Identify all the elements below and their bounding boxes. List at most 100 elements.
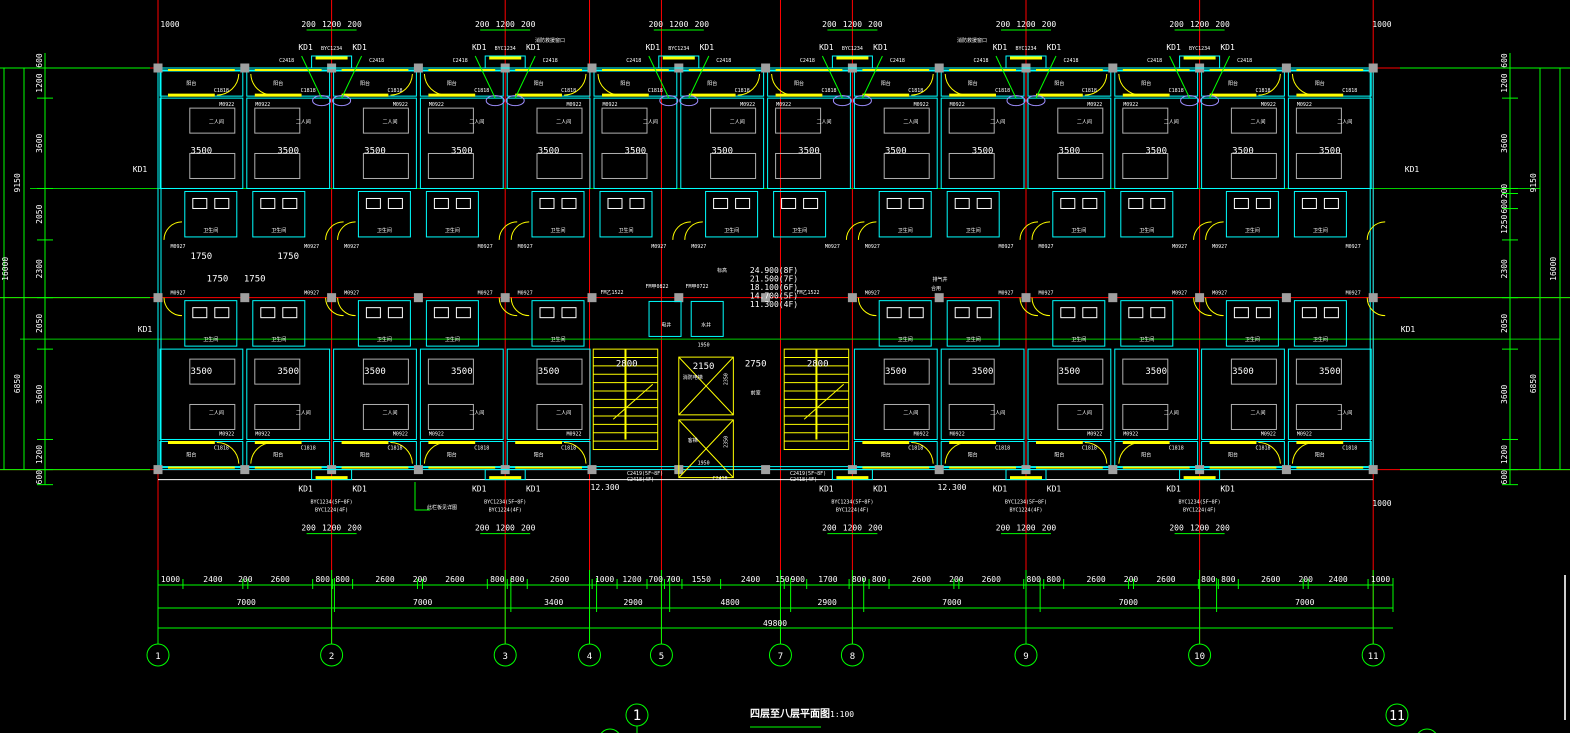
balcony-wall — [246, 69, 331, 97]
balcony-wall — [593, 69, 678, 97]
bathroom-wall — [184, 190, 238, 238]
fire-door-label: FM乙1522 — [600, 289, 623, 296]
bathroom-label: 卫生间 — [966, 336, 981, 343]
washbasin — [387, 307, 403, 319]
room-width-dim: 3500 — [798, 146, 820, 156]
bathroom-label: 卫生间 — [1245, 336, 1260, 343]
washbasin — [629, 197, 645, 209]
ac-unit — [1180, 95, 1200, 107]
bathroom-label: 卫生间 — [1071, 227, 1086, 234]
column — [1281, 293, 1291, 303]
dim-left-detail-value: 2300 — [35, 259, 44, 278]
axis-label-4: 4 — [587, 652, 592, 662]
elevator-cross — [678, 419, 734, 478]
room-door-swing — [1366, 221, 1386, 240]
toilet — [1128, 307, 1144, 319]
balcony-window-label: C1818 — [214, 445, 229, 451]
bed — [883, 403, 930, 430]
bathroom-wall — [878, 300, 932, 347]
balcony-wall — [506, 440, 591, 469]
column — [153, 293, 163, 303]
door-label: M0922 — [566, 431, 581, 437]
detail-bubble-1-label: 1 — [633, 708, 641, 724]
room-door-swing — [1205, 221, 1224, 240]
dim-left-detail-value: 1200 — [35, 445, 44, 464]
column — [1281, 465, 1291, 475]
bathroom-label: 卫生间 — [1139, 336, 1154, 343]
dim-detail-value: 700 — [649, 575, 664, 584]
balcony-window-label: C1818 — [387, 88, 402, 94]
stair-window-label: C2418(4F) — [790, 477, 817, 483]
door-label: M0927 — [825, 244, 840, 250]
room-label: 二人间 — [1164, 118, 1179, 125]
axis-bubble-1 — [146, 643, 170, 667]
ground-elevation: 12.300 — [591, 483, 620, 492]
washbasin — [455, 197, 471, 209]
column — [413, 465, 423, 475]
door-label: M0927 — [170, 244, 185, 250]
stair-window-label: C2418(4F) — [627, 477, 654, 483]
bay-window-top — [831, 55, 873, 69]
bed — [601, 107, 648, 134]
room-wall — [246, 97, 331, 189]
balcony-window-label: C1818 — [908, 88, 923, 94]
balcony-door-swing — [911, 441, 934, 464]
balcony-door-swing — [737, 73, 761, 96]
balcony-label: 阳台 — [1315, 452, 1325, 459]
dim-right-detail-value: 1200 — [1500, 73, 1509, 92]
bed — [1057, 152, 1104, 179]
door-label: M0922 — [429, 102, 444, 108]
balcony-door-swing — [390, 441, 413, 464]
room-width-dim: 3500 — [538, 367, 560, 377]
dim-detail-value: 2600 — [982, 575, 1001, 584]
room-label: 二人间 — [643, 118, 658, 125]
dim-detail-value: 1200 — [622, 575, 641, 584]
bed — [1295, 358, 1342, 385]
bed — [427, 152, 474, 179]
column — [934, 293, 944, 303]
balcony-wall — [853, 440, 938, 469]
room-door-swing — [1205, 297, 1224, 317]
ac-unit — [505, 95, 525, 107]
axis-label-8: 8 — [850, 652, 855, 662]
dim-total-value: 49800 — [763, 619, 787, 628]
window-top-label: BYC1234 — [668, 46, 689, 52]
bay-window-bottom — [311, 469, 353, 481]
dim-bay-value: 2900 — [623, 598, 642, 607]
door-label: M0927 — [344, 291, 359, 297]
toilet — [539, 307, 555, 319]
grid-lines — [0, 0, 1570, 645]
room-label: 二人间 — [1164, 409, 1179, 416]
elevator-label: 消防电梯 — [683, 374, 703, 381]
bathroom-wall — [357, 300, 411, 347]
bed — [1295, 152, 1342, 179]
bathroom-label: 卫生间 — [1313, 227, 1328, 234]
room-wall — [680, 97, 765, 189]
room-label: 二人间 — [469, 118, 484, 125]
kd1-label: KD1 — [1166, 43, 1181, 52]
bed — [948, 403, 995, 430]
dim-detail-value: 200 — [1124, 575, 1139, 584]
balcony-door-swing — [1084, 441, 1108, 464]
kd1-label: KD1 — [1405, 165, 1420, 174]
room-wall — [1027, 348, 1112, 440]
elevator-label: 客梯 — [688, 437, 698, 444]
stair-direction — [803, 383, 845, 420]
bed — [189, 403, 236, 430]
kd-leader — [821, 55, 843, 99]
toilet — [954, 197, 970, 209]
door-label: M0922 — [914, 431, 929, 437]
room-door-swing — [337, 221, 356, 240]
window-bottom-label: BYC1224(4F) — [315, 508, 348, 514]
column — [153, 63, 163, 73]
room-door-swing — [498, 221, 518, 240]
top-window-dim: 200 — [822, 20, 837, 29]
column — [587, 63, 597, 73]
door-label: M0922 — [255, 102, 270, 108]
bed — [362, 358, 409, 385]
room-width-dim: 3500 — [885, 367, 907, 377]
room-wall — [1201, 348, 1285, 440]
balcony-window-label: C1818 — [1255, 445, 1270, 451]
bottom-window-dim: 1200 — [843, 524, 862, 533]
room-door-swing — [498, 297, 518, 317]
